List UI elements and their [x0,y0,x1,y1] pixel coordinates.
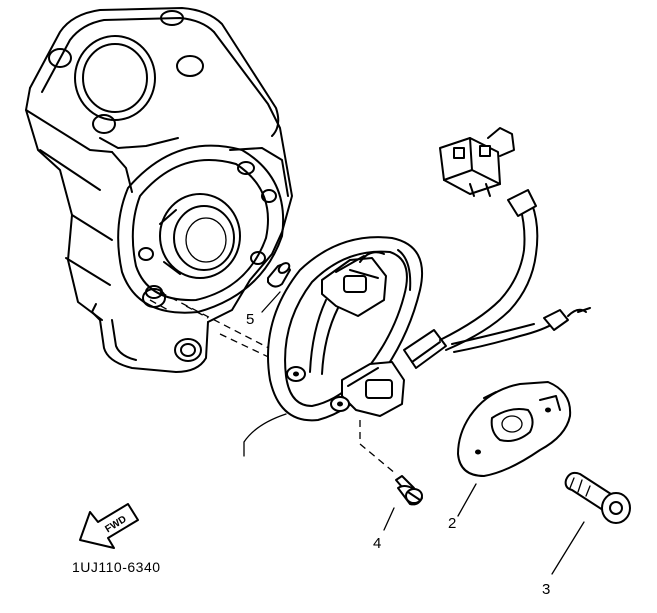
wire-harness [439,127,591,353]
bolt [564,471,631,524]
callout-4: 4 [373,535,381,552]
callout-2: 2 [448,515,456,532]
dowel-pin [267,262,291,288]
stator-assembly [267,236,447,422]
callout-5: 5 [246,311,254,328]
diagram-code: 1UJ110-6340 [72,559,161,575]
callout-3: 3 [542,581,550,598]
engine-crankcase [25,7,293,373]
forward-arrow-icon: FWD [79,503,139,549]
pulser-coil [457,381,572,477]
leader-lines [243,291,585,575]
screw [395,475,423,506]
